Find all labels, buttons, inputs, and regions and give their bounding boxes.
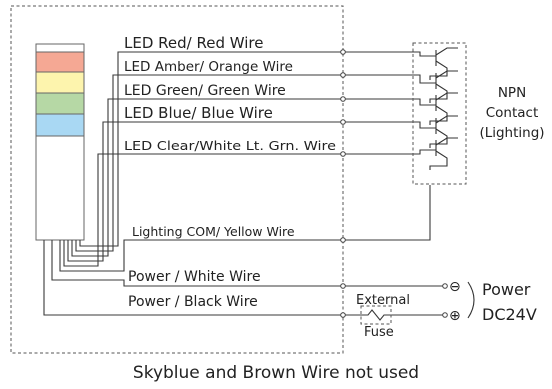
tower-wires [43,51,343,316]
npn-label-line3: (Lighting) [479,125,544,141]
fuse-label-line2: Fuse [364,325,394,340]
signal-tower [35,43,85,241]
wire-label-green: LED Green/ Green Wire [124,83,286,99]
npn-transistor-5 [429,137,458,170]
wire-label-blue: LED Blue/ Blue Wire [124,104,273,122]
tower-segment-red [35,51,85,73]
wire-label-com: Lighting COM/ Yellow Wire [132,224,295,239]
housing-frame [10,5,344,354]
terminal-plus-icon: ⊕ [449,308,461,324]
npn-label-line1: NPN [498,85,526,101]
npn-transistors [429,47,458,170]
npn-label-line2: Contact [486,105,539,121]
terminal-minus-icon: ⊖ [449,279,461,295]
tower-segment-green [35,92,85,115]
tower-segment-clear [35,135,85,241]
tower-segment-blue [35,113,85,137]
npn-transistor-3 [429,92,458,125]
npn-transistor-1 [429,47,458,80]
footnote: Skyblue and Brown Wire not used [133,363,419,383]
npn-transistor-2 [429,70,458,103]
fuse-frame [360,305,392,325]
wire-label-clear: LED Clear/White Lt. Grn. Wire [124,139,336,153]
npn-transistor-4 [429,115,458,148]
terminal-nodes [340,49,448,318]
npn-wires [343,51,436,241]
tower-segment-amber [35,71,85,94]
tower-cap [35,43,85,53]
wire-label-amber: LED Amber/ Orange Wire [124,59,293,75]
power-lines [343,285,445,321]
npn-contact-frame [412,42,467,185]
wire-label-power-white: Power / White Wire [128,269,261,285]
wire-label-red: LED Red/ Red Wire [124,34,263,52]
fuse-label-line1: External [356,293,410,308]
wire-label-power-black: Power / Black Wire [128,294,258,310]
power-label-line1: Power [482,280,531,299]
power-label-line2: DC24V [482,305,537,324]
power-brace [467,281,475,319]
